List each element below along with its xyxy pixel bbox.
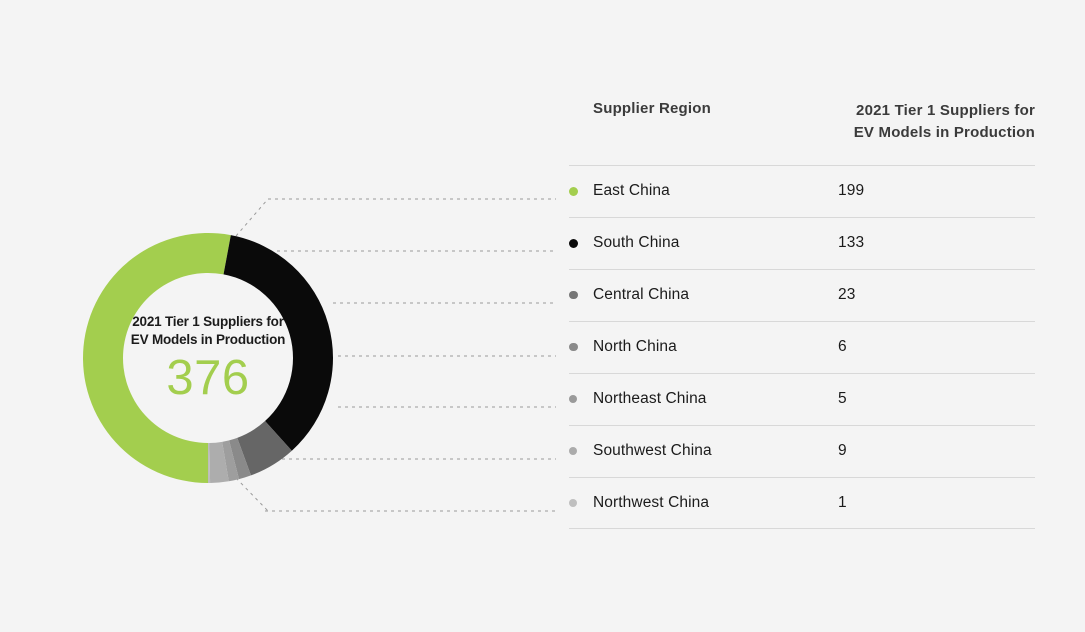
donut-segment[interactable] (208, 442, 211, 483)
region-value: 6 (838, 338, 847, 355)
legend-bullet-icon (569, 342, 578, 352)
legend-bullet-icon (569, 498, 577, 507)
region-label: Central China (593, 286, 690, 303)
legend-bullet-cell (569, 342, 593, 352)
donut-chart: 2021 Tier 1 Suppliers for EV Models in P… (83, 233, 333, 483)
region-label: Northeast China (593, 390, 707, 407)
legend-bullet-icon (569, 238, 578, 248)
column-header-value-line2: EV Models in Production (853, 123, 1035, 141)
donut-segment[interactable] (223, 235, 333, 451)
column-header-region: Supplier Region (593, 100, 712, 117)
region-label: South China (593, 234, 680, 251)
legend-bullet-icon (569, 290, 578, 300)
legend-bullet-cell (569, 447, 593, 455)
region-value: 1 (838, 493, 847, 511)
region-label: Southwest China (593, 442, 712, 459)
legend-bullet-icon (569, 186, 578, 196)
table-header-row: Supplier Region 2021 Tier 1 Suppliers fo… (569, 100, 1035, 165)
donut-segment[interactable] (83, 233, 231, 483)
region-label: Northwest China (593, 493, 710, 511)
table-row[interactable]: Northeast China 5 (569, 372, 1035, 425)
legend-bullet-cell (569, 498, 593, 507)
table-row[interactable]: Central China 23 (569, 268, 1035, 321)
column-header-value: 2021 Tier 1 Suppliers for EV Models in P… (835, 100, 1035, 144)
donut-segment[interactable] (209, 441, 229, 483)
region-value: 199 (838, 182, 865, 199)
table-row[interactable]: Southwest China 9 (569, 424, 1035, 477)
legend-bullet-cell (569, 238, 593, 248)
region-label: East China (593, 182, 670, 199)
column-header-value-line1: 2021 Tier 1 Suppliers for (856, 102, 1035, 119)
region-value: 23 (838, 286, 856, 303)
donut-segment[interactable] (237, 421, 292, 476)
region-label: North China (593, 338, 677, 355)
region-value: 9 (838, 442, 847, 459)
table-row[interactable]: South China 133 (569, 216, 1035, 269)
region-value: 5 (838, 390, 847, 407)
legend-bullet-cell (569, 290, 593, 300)
table-row[interactable]: North China 6 (569, 320, 1035, 373)
legend-bullet-icon (569, 395, 577, 403)
table-row[interactable]: Northwest China 1 (569, 476, 1035, 529)
legend-bullet-icon (569, 447, 577, 455)
supplier-region-table: Supplier Region 2021 Tier 1 Suppliers fo… (569, 100, 1035, 529)
legend-bullet-cell (569, 186, 593, 196)
donut-segment[interactable] (222, 440, 240, 482)
leader-line (235, 198, 269, 237)
donut-segments (83, 233, 333, 483)
table-row[interactable]: East China 199 (569, 164, 1035, 217)
donut-segment[interactable] (229, 437, 251, 480)
legend-bullet-cell (569, 395, 593, 403)
region-value: 133 (838, 234, 865, 251)
